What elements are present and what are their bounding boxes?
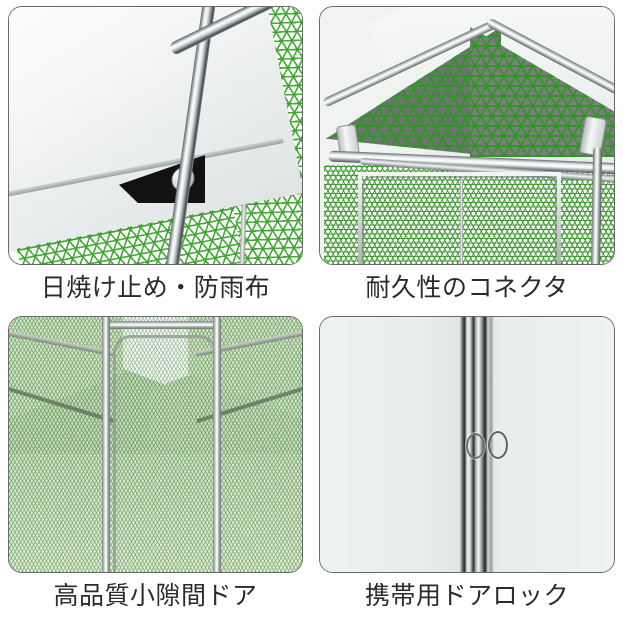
illustration-portable-door-lock bbox=[320, 317, 614, 572]
fine-mesh-overlay bbox=[9, 317, 302, 572]
feature-cell-narrow-gap-door: Quality Life 高品質小隙間ドア bbox=[0, 312, 311, 624]
panel-image-narrow-gap-door: Quality Life bbox=[8, 316, 303, 573]
caption-portable-door-lock: 携帯用ドアロック bbox=[364, 582, 569, 610]
illustration-durable-connector bbox=[320, 7, 614, 264]
panel-image-portable-door-lock bbox=[319, 316, 615, 573]
illustration-sun-rain-cover bbox=[9, 7, 302, 264]
door-leaf-left bbox=[320, 317, 468, 572]
lock-ring-right-icon bbox=[488, 431, 508, 459]
door-header-rail bbox=[102, 321, 221, 329]
feature-cell-portable-door-lock: 携帯用ドアロック bbox=[311, 312, 623, 624]
feature-cell-durable-connector: Quality Life 耐久性のコネクタ bbox=[311, 0, 623, 312]
caption-sun-rain-cover: 日焼け止め・防雨布 bbox=[40, 274, 271, 302]
panel-image-durable-connector: Quality Life bbox=[319, 6, 615, 265]
door-inner-frame bbox=[113, 335, 217, 572]
feature-cell-sun-rain-cover: 日焼け止め・防雨布 bbox=[0, 0, 311, 312]
door-post-right bbox=[213, 317, 221, 572]
caption-narrow-gap-door: 高品質小隙間ドア bbox=[53, 582, 258, 610]
door-center-split bbox=[460, 179, 463, 264]
lock-ring-left-icon bbox=[466, 433, 485, 459]
panel-image-sun-rain-cover bbox=[8, 6, 303, 265]
illustration-narrow-gap-door bbox=[9, 317, 302, 572]
door-post-left bbox=[102, 317, 110, 572]
door-frame bbox=[358, 172, 561, 264]
caption-durable-connector: 耐久性のコネクタ bbox=[365, 274, 569, 302]
